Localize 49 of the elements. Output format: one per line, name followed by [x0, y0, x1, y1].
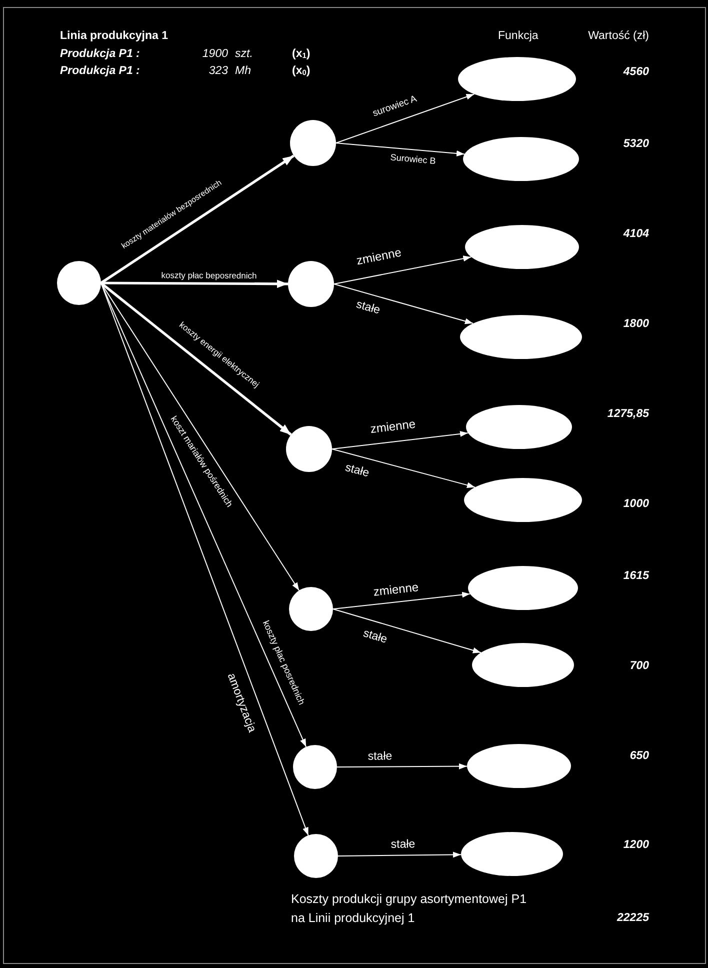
arrow: [334, 284, 474, 324]
circle-node: [288, 261, 334, 307]
header-title: Linia produkcyjna 1: [60, 30, 168, 44]
circle-node: [289, 587, 333, 631]
parameter-label: Produkcja P1 :: [60, 48, 140, 62]
arrow: [100, 282, 300, 591]
cost-value: 650: [630, 750, 649, 764]
quantity-value: 323: [208, 65, 228, 78]
cost-value: 4104: [623, 228, 649, 242]
unit-label: szt.: [235, 48, 253, 62]
cost-value: 700: [630, 660, 649, 674]
circle-node: [57, 261, 101, 305]
arrow: [100, 282, 307, 748]
variable-symbol: (x$_{1}$): [292, 48, 310, 62]
arrow: [336, 94, 475, 144]
edge-label: Surowiec B: [389, 152, 438, 167]
cost-value: 1000: [623, 498, 649, 512]
arrow: [100, 282, 309, 836]
arrow: [332, 430, 468, 450]
column-header: Funkcja: [498, 30, 538, 44]
ellipse-node: [472, 643, 574, 687]
circle-node: [293, 745, 337, 789]
circle-node: [286, 426, 332, 472]
arrow: [332, 608, 482, 654]
arrow: [332, 448, 476, 488]
parameter-label: Produkcja P1 :: [60, 65, 140, 78]
arrow: [336, 142, 465, 156]
circle-node: [294, 834, 338, 878]
cost-value: 5320: [623, 138, 649, 152]
cost-value: 1200: [623, 839, 649, 852]
arrow: [336, 763, 468, 770]
arrow: [101, 280, 288, 288]
cost-value: 1615: [623, 570, 649, 584]
total-label: Koszty produkcji grupy asortymentowej P1 na Linii produkcyjnej 1: [291, 891, 528, 927]
total-value: 22225: [617, 912, 649, 926]
quantity-value: 1900: [202, 48, 228, 62]
arrow: [100, 154, 295, 284]
arrow: [100, 282, 292, 436]
arrow: [338, 852, 462, 858]
cost-value: 1275,85: [607, 408, 649, 422]
variable-symbol: (x$_{0}$): [292, 65, 310, 78]
cost-value: 1800: [623, 318, 649, 332]
cost-value: 4560: [623, 66, 649, 80]
edge-label: koszty płac beposrednich: [160, 270, 258, 280]
unit-label: Mh: [235, 65, 251, 78]
column-header: Wartość (zł): [588, 30, 649, 44]
arrow: [332, 592, 470, 610]
arrow: [334, 256, 472, 284]
circle-node: [290, 120, 336, 166]
